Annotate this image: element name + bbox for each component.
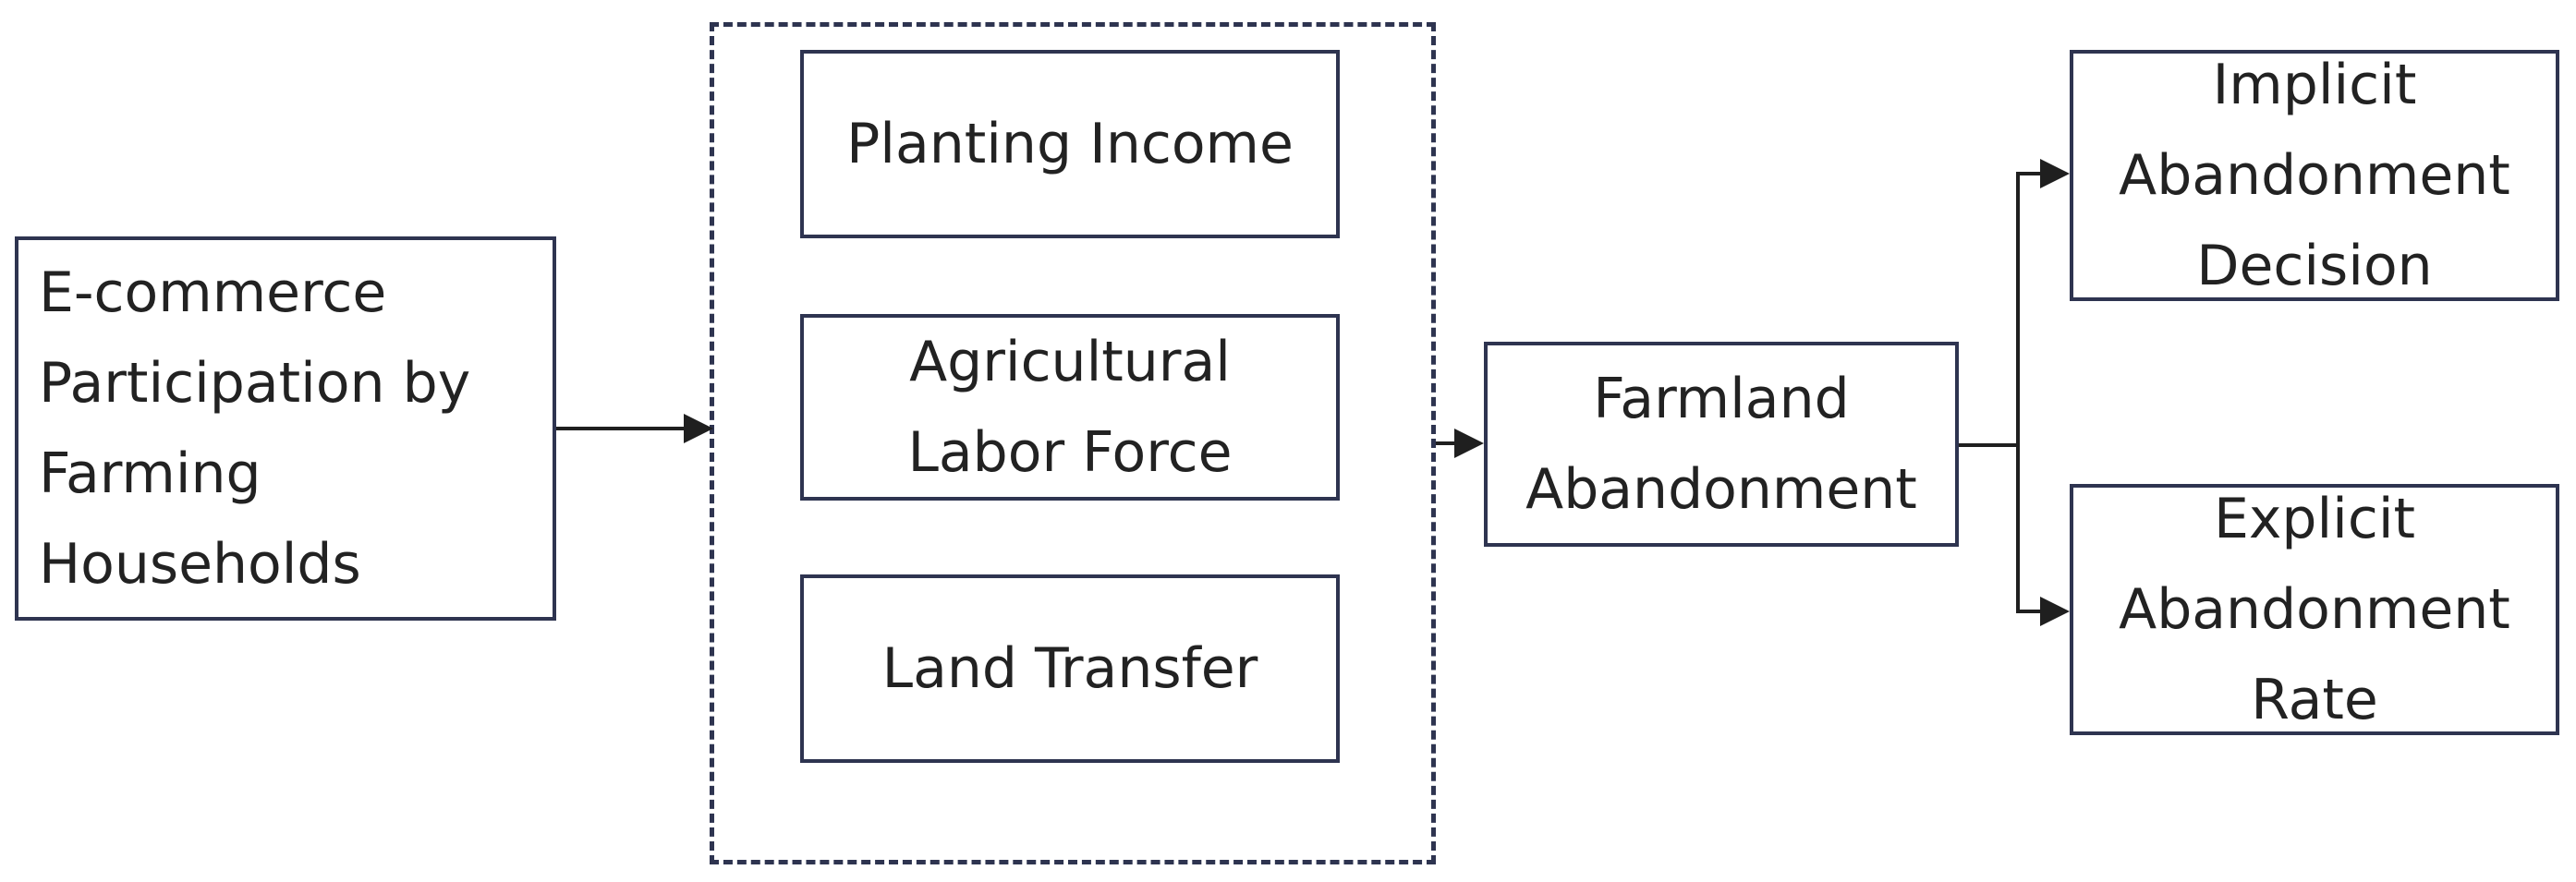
node-agricultural-labor-force: Agricultural Labor Force (800, 314, 1340, 501)
node-line: Abandonment (1525, 457, 1917, 522)
node-line: Labor Force (907, 420, 1233, 485)
node-line: Explicit (2213, 487, 2416, 551)
node-line: Agricultural (909, 330, 1231, 394)
node-line: Participation by (39, 351, 471, 416)
node-line: Farming (39, 441, 261, 506)
node-farmland-abandonment: Farmland Abandonment (1484, 342, 1959, 547)
node-explicit-abandonment-rate: Explicit Abandonment Rate (2070, 484, 2559, 735)
node-planting-income: Planting Income (800, 50, 1340, 238)
node-line: Rate (2251, 668, 2378, 732)
node-line: Farmland (1593, 367, 1850, 431)
node-line: Decision (2196, 234, 2433, 298)
arrow-head-icon (2040, 597, 2070, 626)
node-line: Land Transfer (881, 636, 1258, 701)
node-line: Abandonment (2119, 143, 2510, 208)
arrow-head-icon (684, 414, 713, 443)
node-line: Implicit (2212, 53, 2417, 117)
node-line: Households (39, 532, 361, 597)
node-land-transfer: Land Transfer (800, 574, 1340, 763)
arrow-head-icon (2040, 159, 2070, 188)
node-implicit-abandonment-decision: Implicit Abandonment Decision (2070, 50, 2559, 301)
node-ecommerce-participation: E-commerce Participation by Farming Hous… (15, 236, 556, 621)
arrow-head-icon (1454, 429, 1484, 458)
node-line: Abandonment (2119, 577, 2510, 642)
mediator-group (710, 22, 1436, 864)
node-line: Planting Income (846, 112, 1294, 176)
node-line: E-commerce (39, 260, 387, 325)
